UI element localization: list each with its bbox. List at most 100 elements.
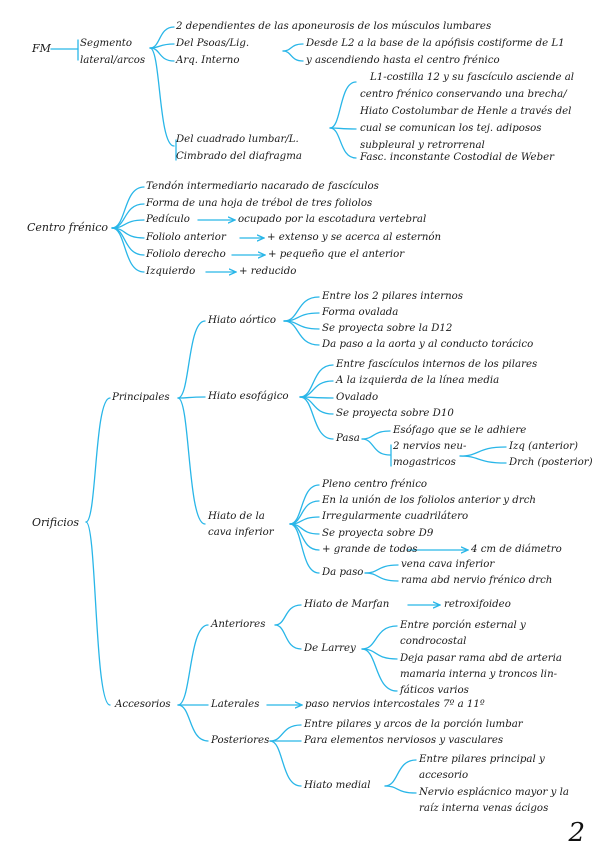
larrey-branch-1 (361, 625, 398, 650)
cava-item-2: En la unión de los foliolos anterior y d… (322, 495, 536, 506)
psoas-desc-1: Desde L2 a la base de la apófisis costif… (306, 38, 565, 49)
esofagico-branch-5 (299, 396, 334, 440)
foliolo-derecho-value: + pequeño que el anterior (268, 249, 405, 260)
cava-item-4: Se proyecta sobre D9 (322, 528, 434, 539)
marfan-label: Hiato de Marfan (304, 599, 390, 610)
medial-branch-2 (384, 785, 417, 794)
izquierdo-label: Izquierdo (146, 266, 196, 277)
tendon-text: Tendón intermediario nacarado de fascícu… (146, 181, 379, 192)
aortico-item-3: Se proyecta sobre la D12 (322, 323, 453, 334)
forma-text: Forma de una hoja de trébol de tres foli… (146, 198, 373, 209)
foliolo-anterior-label: Foliolo anterior (146, 232, 226, 243)
foliolo-derecho-label: Foliolo derecho (146, 249, 226, 260)
rama-frenico-text: rama abd nervio frénico drch (401, 575, 553, 586)
izq-anterior: Izq (anterior) (509, 441, 578, 452)
grande-label: + grande de todos (322, 544, 418, 555)
posteriores-branch-1 (269, 724, 302, 742)
posteriores-item-1: Entre pilares y arcos de la porción lumb… (304, 719, 523, 730)
larrey-item-5: fáticos varios (400, 685, 469, 696)
cava-branch-6 (289, 523, 320, 574)
larrey-item-4: mamaria interna y troncos lin- (400, 669, 558, 680)
hiato-medial-label: Hiato medial (304, 780, 371, 791)
pediculo-value: ocupado por la escotadura vertebral (238, 214, 427, 225)
aortico-item-4: Da paso a la aorta y al conducto torácic… (322, 339, 534, 350)
hiato-aortico-label: Hiato aórtico (208, 315, 276, 326)
aortico-branch-1 (283, 296, 320, 322)
cava-branch-2 (289, 500, 320, 525)
fm-branch-2 (149, 43, 175, 49)
orificios-branch-1 (85, 397, 111, 523)
pasa-branch-1 (361, 430, 391, 440)
psoas-label-1: Del Psoas/Lig. (176, 38, 250, 49)
pasa-branch-2 (361, 438, 391, 456)
hiato-cava-label-2: cava inferior (208, 527, 274, 538)
accesorios-label: Accesorios (115, 699, 171, 710)
anteriores-branch-1 (274, 604, 302, 626)
medial-branch-1 (384, 759, 417, 787)
orificios-label: Orificios (32, 516, 80, 529)
orificios-branch-2 (85, 521, 111, 706)
dependientes-text: 2 dependientes de las aponeurosis de los… (176, 21, 492, 32)
aortico-item-1: Entre los 2 pilares internos (322, 291, 464, 302)
drch-posterior: Drch (posterior) (509, 457, 593, 468)
psoas-desc-2: y ascendiendo hasta el centro frénico (306, 55, 500, 66)
medial-item-3: Nervio esplácnico mayor y la (419, 787, 569, 798)
pasa-label: Pasa (336, 433, 360, 444)
medial-item-2: accesorio (419, 770, 469, 781)
posteriores-branch-3 (269, 740, 302, 787)
page-number: 2 (568, 818, 585, 848)
principales-branch-2 (177, 396, 206, 399)
centro-branch-6 (111, 227, 145, 273)
esofagico-item-1: Entre fascículos internos de los pilares (336, 359, 538, 370)
larrey-branch-3 (361, 648, 398, 692)
accesorios-branch-1 (177, 624, 209, 706)
izquierdo-value: + reducido (239, 266, 297, 277)
hiato-esofagico-label: Hiato esofágico (208, 391, 289, 402)
principales-branch-3 (177, 397, 206, 525)
pediculo-label: Pedículo (146, 214, 190, 225)
anteriores-label: Anteriores (211, 619, 266, 630)
cava-branch-3 (289, 516, 320, 525)
cuadrado-desc-5: subpleural y retrorrenal (360, 140, 485, 151)
centro-branch-1 (111, 186, 145, 229)
medial-item-1: Entre pilares principal y (419, 754, 545, 765)
laterales-value: paso nervios intercostales 7º a 11º (305, 699, 485, 710)
foliolo-anterior-value: + extenso y se acerca al esternón (267, 232, 442, 243)
psoas-label-2: Arq. Interno (176, 55, 240, 66)
aortico-branch-4 (283, 320, 320, 346)
centro-branch-2 (111, 203, 145, 229)
fm-branch-4 (149, 47, 175, 147)
esofagico-item-4: Se proyecta sobre D10 (336, 408, 454, 419)
cava-branch-1 (289, 484, 320, 525)
nervios-text-1: 2 nervios neu- (393, 441, 467, 452)
fasciculo-weber: Fasc. inconstante Costodial de Weber (360, 152, 555, 163)
cuadrado-label-2: Cimbrado del diafragma (176, 151, 302, 162)
dapaso-branch-2 (364, 572, 399, 582)
principales-label: Principales (112, 392, 170, 403)
accesorios-branch-3 (177, 704, 209, 742)
larrey-label: De Larrey (304, 643, 356, 654)
principales-branch-1 (177, 320, 206, 399)
hiato-cava-label-1: Hiato de la (208, 511, 265, 522)
larrey-item-2: condrocostal (400, 636, 467, 647)
posteriores-item-2: Para elementos nerviosos y vasculares (304, 735, 504, 746)
segmento-label: Segmento (80, 38, 133, 49)
esofagico-item-2: A la izquierda de la línea media (336, 375, 500, 386)
larrey-item-1: Entre porción esternal y (400, 620, 526, 631)
cava-item-3: Irregularmente cuadrilátero (322, 511, 469, 522)
cuadrado-branch-1 (329, 81, 357, 129)
psoas-branch-1 (282, 43, 304, 52)
cuadrado-desc-4: cual se comunican los tej. adiposos (360, 123, 542, 134)
fm-label: FM (32, 42, 51, 55)
esofago-text: Esófago que se le adhiere (393, 425, 527, 436)
psoas-branch-2 (282, 50, 304, 62)
aortico-item-2: Forma ovalada (322, 307, 399, 318)
cuadrado-desc-3: Hiato Costolumbar de Henle a través del (360, 106, 572, 117)
cuadrado-desc-2: centro frénico conservando una brecha/ (360, 89, 567, 100)
posteriores-label: Posteriores (211, 735, 270, 746)
grande-value: 4 cm de diámetro (471, 544, 562, 555)
nervios-branch-2 (459, 455, 507, 464)
vena-cava-text: vena cava inferior (401, 559, 495, 570)
nervios-branch-1 (459, 446, 507, 457)
